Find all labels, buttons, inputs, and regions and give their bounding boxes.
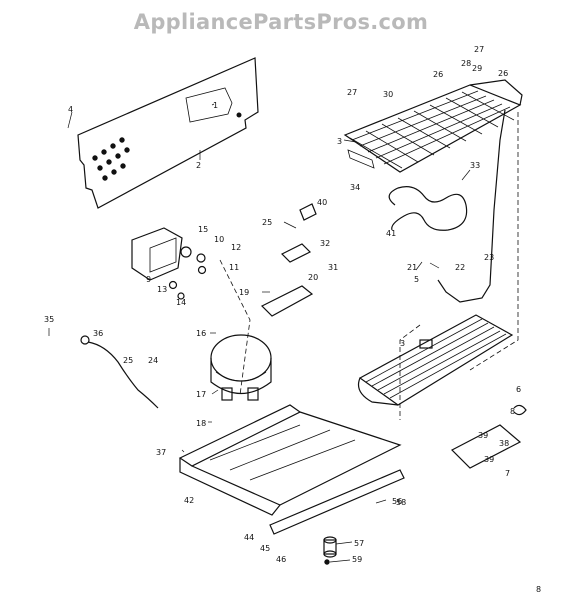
callout-30: 30	[383, 90, 393, 99]
callout-12: 12	[231, 243, 241, 252]
callout-59: 59	[352, 555, 362, 564]
callout-8: 8	[510, 407, 515, 416]
refrigerant-tube	[437, 109, 506, 303]
callout-13: 13	[157, 285, 167, 294]
callout-25-bracket: 25	[262, 218, 272, 227]
callout-41: 41	[386, 229, 396, 238]
callout-27-evap: 27	[347, 88, 357, 97]
assembly-guide-line-1	[469, 112, 519, 371]
assembly-guide-line-2	[399, 324, 421, 420]
drain-pan-bracket	[450, 424, 522, 469]
base-frame	[178, 404, 405, 535]
callout-17: 17	[196, 390, 206, 399]
callout-35: 35	[44, 315, 54, 324]
relay-bracket-assembly	[131, 227, 207, 300]
callout-27-top: 27	[474, 45, 484, 54]
callout-56: 56	[392, 497, 402, 506]
callout-58: 58	[396, 498, 406, 507]
callout-4: 4	[68, 105, 73, 114]
callout-19: 19	[239, 288, 249, 297]
site-watermark: AppliancePartsPros.com	[133, 10, 429, 34]
callout-15: 15	[198, 225, 208, 234]
callout-2: 2	[196, 161, 201, 170]
callout-26-right: 26	[498, 69, 508, 78]
callout-40: 40	[317, 198, 327, 207]
callout-32: 32	[320, 239, 330, 248]
callout-44: 44	[244, 533, 254, 542]
part-callouts: 1 2 3 3 4 5 6 7 8 9 10 11 12 13 14 15 16…	[44, 45, 541, 594]
callout-25-harness: 25	[123, 356, 133, 365]
callout-46: 46	[276, 555, 286, 564]
callout-34: 34	[350, 183, 360, 192]
callout-24: 24	[148, 356, 158, 365]
bracket-clip-top	[299, 203, 317, 221]
callout-29: 29	[472, 64, 482, 73]
callout-10: 10	[214, 235, 224, 244]
power-cord-harness	[87, 341, 159, 409]
callout-22: 22	[455, 263, 465, 272]
callout-26-left: 26	[433, 70, 443, 79]
callout-14: 14	[176, 298, 186, 307]
callout-45: 45	[260, 544, 270, 553]
callout-57: 57	[354, 539, 364, 548]
callout-9: 9	[146, 275, 151, 284]
callout-33: 33	[470, 161, 480, 170]
corner-mark: 8	[536, 585, 541, 594]
condenser	[357, 314, 514, 406]
callout-42: 42	[184, 496, 194, 505]
callout-3-condenser: 3	[400, 339, 405, 348]
callout-1: 1	[213, 101, 218, 110]
callout-38: 38	[499, 439, 509, 448]
callout-7: 7	[505, 469, 510, 478]
assembly-guide-line-3	[219, 259, 251, 396]
callout-20: 20	[308, 273, 318, 282]
compressor-bracket	[260, 285, 314, 317]
rear-access-cover-panel	[77, 57, 259, 209]
callout-39-upper: 39	[478, 431, 488, 440]
callout-37: 37	[156, 448, 166, 457]
grommet-stack	[323, 536, 337, 565]
callout-11: 11	[229, 263, 239, 272]
callout-3-evaporator: 3	[337, 137, 342, 146]
clip-8	[513, 404, 527, 416]
callout-31: 31	[328, 263, 338, 272]
leader-lines	[48, 103, 471, 563]
callout-23: 23	[484, 253, 494, 262]
callout-5: 5	[414, 275, 419, 284]
callout-36: 36	[93, 329, 103, 338]
callout-28: 28	[461, 59, 471, 68]
compressor	[210, 334, 272, 401]
bracket-clip	[280, 243, 312, 263]
harness-connector	[80, 335, 90, 345]
evaporator-coil	[343, 79, 523, 173]
callout-16: 16	[196, 329, 206, 338]
callout-18: 18	[196, 419, 206, 428]
defrost-heater	[388, 186, 468, 231]
callout-39-lower: 39	[484, 455, 494, 464]
callout-21: 21	[407, 263, 417, 272]
callout-6: 6	[516, 385, 521, 394]
